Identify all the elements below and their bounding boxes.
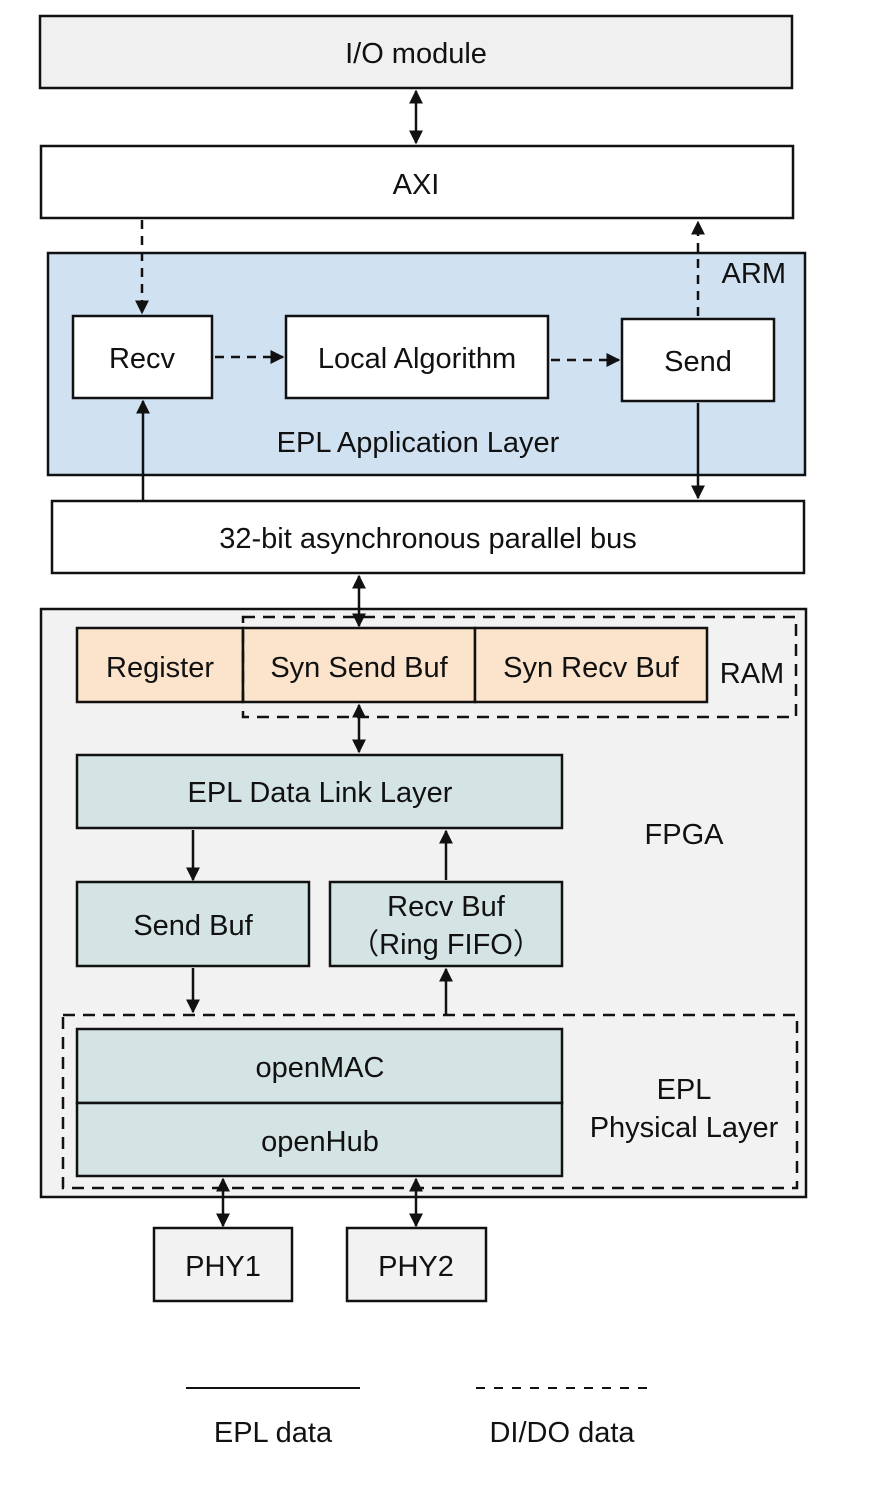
- parallel-bus-label: 32-bit asynchronous parallel bus: [219, 523, 637, 555]
- ram-dashed-boundary: [241, 615, 798, 719]
- phy2-block: PHY2: [345, 1226, 488, 1303]
- openmac-block: openMAC: [75, 1027, 564, 1105]
- axi-block: AXI: [39, 144, 795, 220]
- epl-data-link-layer-label: EPL Data Link Layer: [188, 777, 453, 809]
- phy1-label: PHY1: [185, 1251, 261, 1283]
- syn-recv-buf-box: [473, 626, 709, 704]
- epl-physical-layer-label-line2: Physical Layer: [590, 1112, 779, 1144]
- arm-label: ARM: [722, 258, 786, 290]
- recv-block: Recv: [71, 314, 214, 400]
- io-module-label: I/O module: [345, 38, 487, 70]
- axi-label: AXI: [393, 169, 440, 201]
- local-algorithm-block: Local Algorithm: [284, 314, 550, 400]
- openmac-label: openMAC: [256, 1052, 385, 1084]
- openmac-box: [75, 1027, 564, 1105]
- recv-box: [71, 314, 214, 400]
- register-block: Register: [75, 626, 245, 704]
- syn-send-buf-box: [241, 626, 477, 704]
- local-algorithm-box: [284, 314, 550, 400]
- register-label: Register: [106, 652, 214, 684]
- legend: EPL data DI/DO data: [186, 1387, 650, 1449]
- fpga-label: FPGA: [645, 819, 725, 851]
- syn-recv-buf-label: Syn Recv Buf: [503, 652, 680, 684]
- local-algorithm-label: Local Algorithm: [318, 343, 516, 375]
- phy1-box: [152, 1226, 294, 1303]
- axi-box: [39, 144, 795, 220]
- io-module-block: I/O module: [38, 14, 794, 90]
- send-buf-label: Send Buf: [133, 910, 253, 942]
- epl-physical-layer-dashed-boundary: [61, 1013, 799, 1190]
- io-module-box: [38, 14, 794, 90]
- recv-buf-block: Recv Buf （Ring FIFO）: [328, 880, 564, 968]
- phy2-box: [345, 1226, 488, 1303]
- openhub-box: [75, 1101, 564, 1178]
- legend-solid-label: EPL data: [214, 1417, 333, 1449]
- recv-buf-label-line2: （Ring FIFO）: [350, 929, 542, 961]
- send-buf-box: [75, 880, 311, 968]
- epl-data-link-layer-box: [75, 753, 564, 830]
- send-block: Send: [620, 317, 776, 403]
- epl-application-layer-label: EPL Application Layer: [277, 427, 560, 459]
- epl-data-link-layer-block: EPL Data Link Layer: [75, 753, 564, 830]
- parallel-bus-box: [50, 499, 806, 575]
- phy2-label: PHY2: [378, 1251, 454, 1283]
- syn-send-buf-label: Syn Send Buf: [270, 652, 448, 684]
- ram-label: RAM: [720, 658, 784, 690]
- send-buf-block: Send Buf: [75, 880, 311, 968]
- openhub-label: openHub: [261, 1126, 379, 1158]
- phy1-block: PHY1: [152, 1226, 294, 1303]
- legend-dashed-label: DI/DO data: [489, 1417, 635, 1449]
- openhub-block: openHub: [75, 1101, 564, 1178]
- epl-physical-layer-label-line1: EPL: [657, 1074, 712, 1106]
- syn-recv-buf-block: Syn Recv Buf: [473, 626, 709, 704]
- send-label: Send: [664, 346, 732, 378]
- send-box: [620, 317, 776, 403]
- recv-label: Recv: [109, 343, 176, 375]
- syn-send-buf-block: Syn Send Buf: [241, 626, 477, 704]
- register-box: [75, 626, 245, 704]
- parallel-bus-block: 32-bit asynchronous parallel bus: [50, 499, 806, 575]
- recv-buf-label-line1: Recv Buf: [387, 891, 506, 923]
- recv-buf-box: [328, 880, 564, 968]
